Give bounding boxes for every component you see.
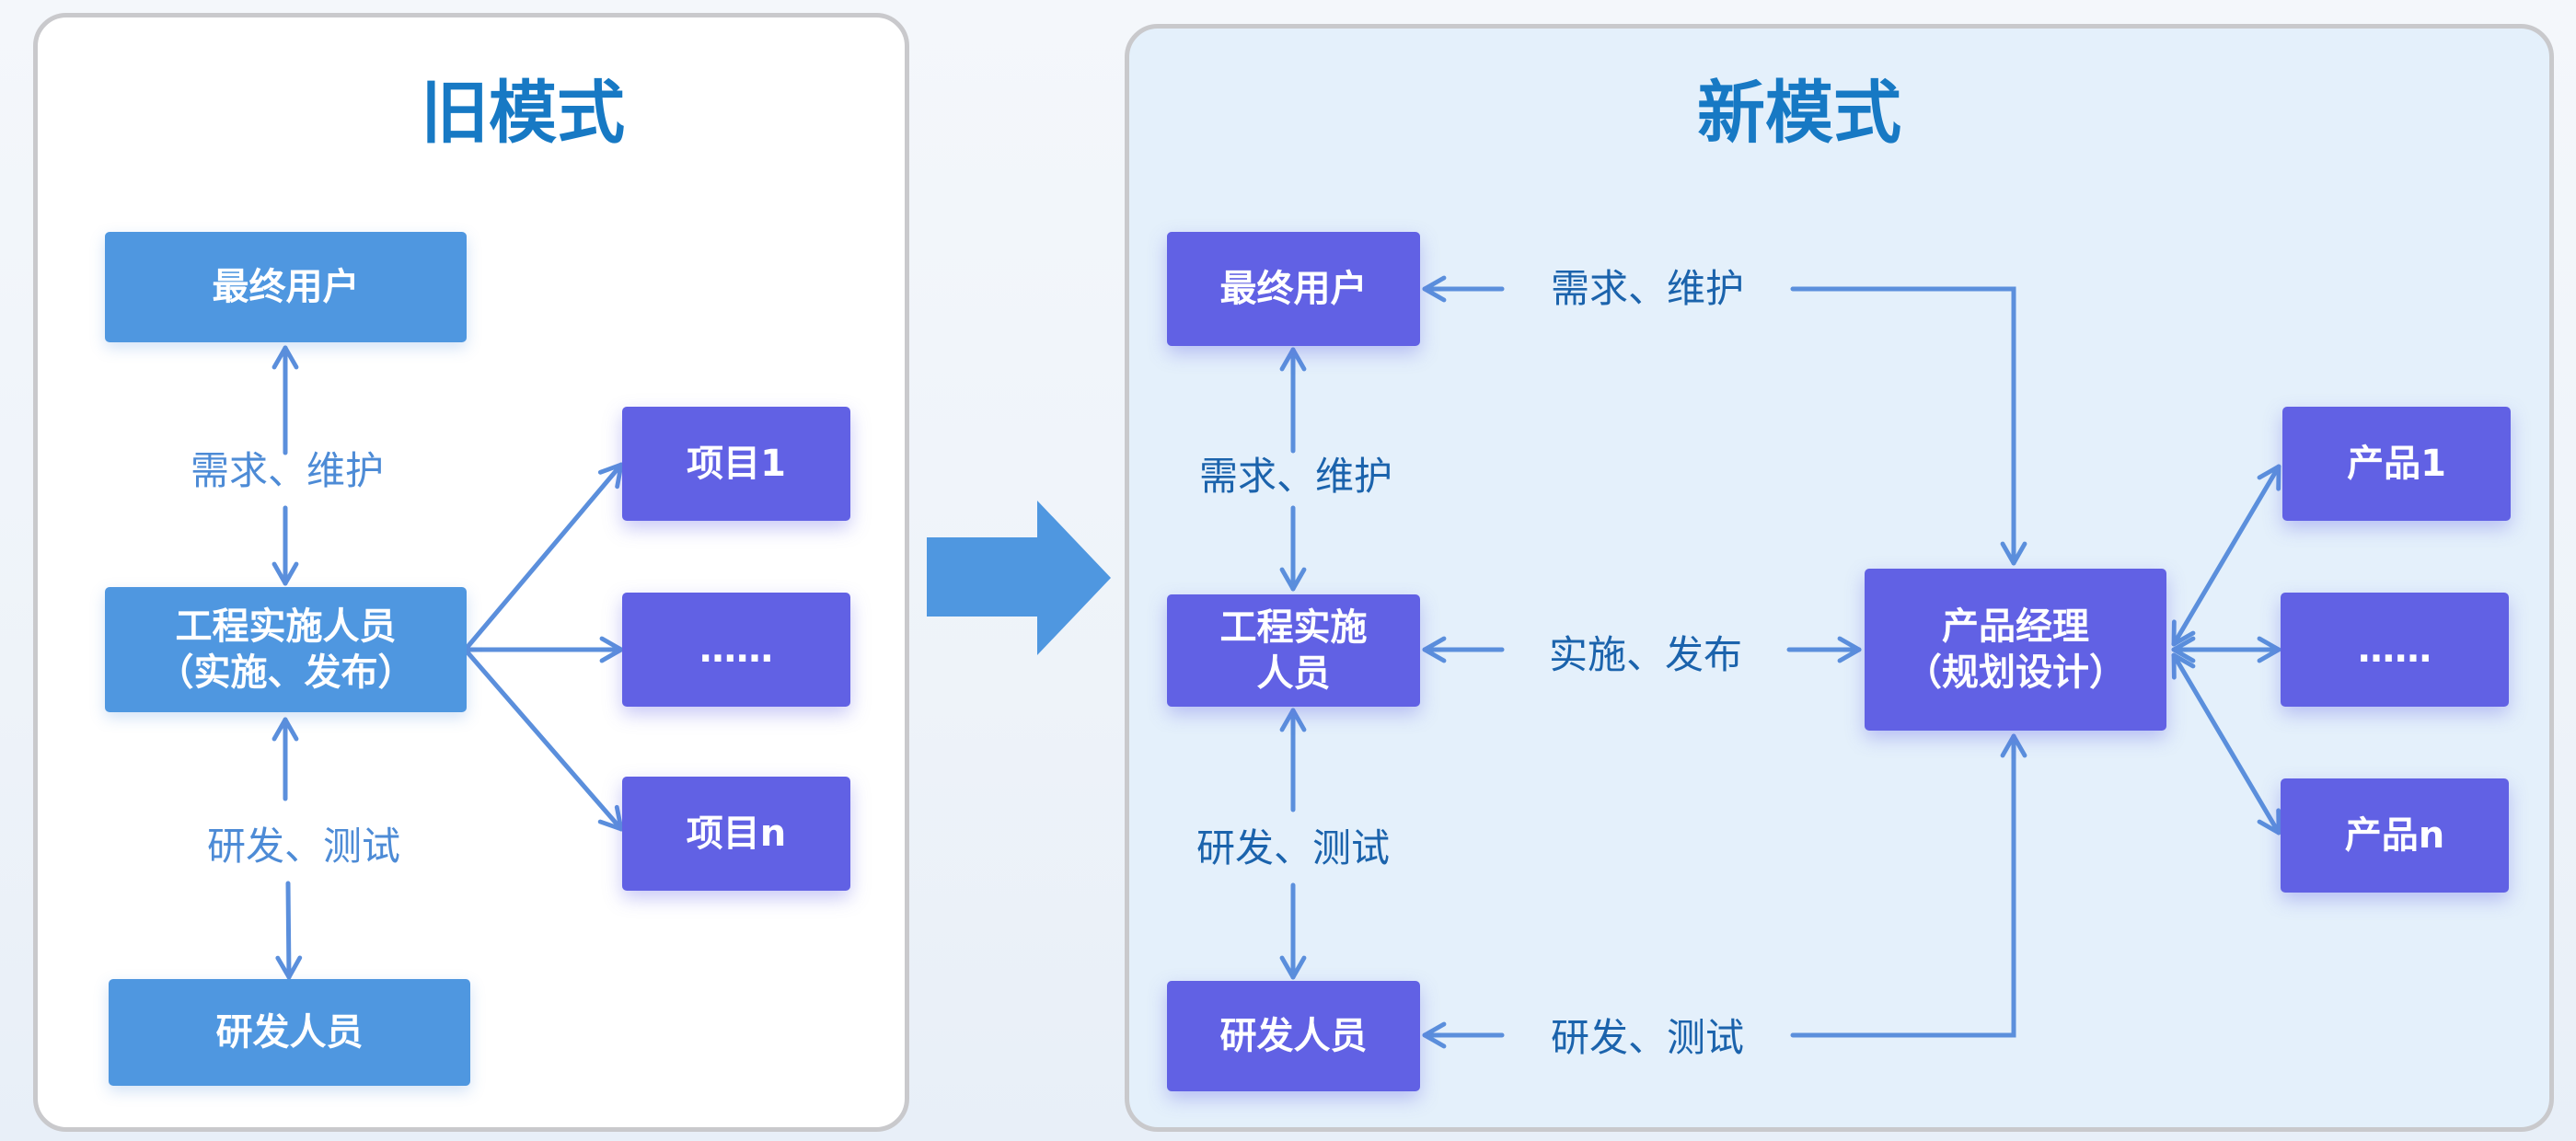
old-mode-title: 旧模式 <box>421 74 625 153</box>
transition-arrow <box>927 501 1111 655</box>
old-project-dots-box: …… <box>622 593 850 707</box>
old-engineer-box: 工程实施人员 （实施、发布） <box>105 587 467 712</box>
new-label-dev-test-vertical: 研发、测试 <box>1196 825 1391 870</box>
new-line-pm-to-dev <box>1790 733 2027 1038</box>
old-arrow-engineer-to-dev-bottom <box>275 881 303 980</box>
new-product-dots-box: …… <box>2281 593 2509 707</box>
new-label-implement-release: 实施、发布 <box>1548 632 1743 677</box>
old-mode-panel <box>33 13 909 1132</box>
new-label-dev-test-horizontal: 研发、测试 <box>1550 1015 1745 1060</box>
new-line-pm-to-user <box>1790 286 2027 566</box>
new-arrow-to-product-1 <box>2171 464 2281 647</box>
old-end-user-box: 最终用户 <box>105 232 467 342</box>
new-mode-title: 新模式 <box>1697 74 1901 153</box>
new-product-n-box: 产品n <box>2281 778 2509 893</box>
old-developer-box: 研发人员 <box>109 979 470 1086</box>
old-project-n-box: 项目n <box>622 777 850 891</box>
new-label-requirements-horizontal: 需求、维护 <box>1550 266 1745 311</box>
old-arrow-to-project-n <box>465 650 624 832</box>
new-engineer-box: 工程实施 人员 <box>1167 594 1420 707</box>
new-developer-box: 研发人员 <box>1167 981 1420 1091</box>
new-mode-panel <box>1125 24 2554 1132</box>
old-project-1-box: 项目1 <box>622 407 850 521</box>
old-label-dev-test: 研发、测试 <box>206 824 401 869</box>
new-product-manager-box: 产品经理 （规划设计） <box>1865 569 2166 731</box>
new-arrow-to-product-n <box>2171 652 2281 836</box>
old-label-requirements: 需求、维护 <box>190 448 385 493</box>
new-end-user-box: 最终用户 <box>1167 232 1420 346</box>
old-arrow-to-project-1 <box>465 462 624 650</box>
new-product-1-box: 产品1 <box>2282 407 2511 521</box>
new-label-requirements-vertical: 需求、维护 <box>1198 454 1393 499</box>
